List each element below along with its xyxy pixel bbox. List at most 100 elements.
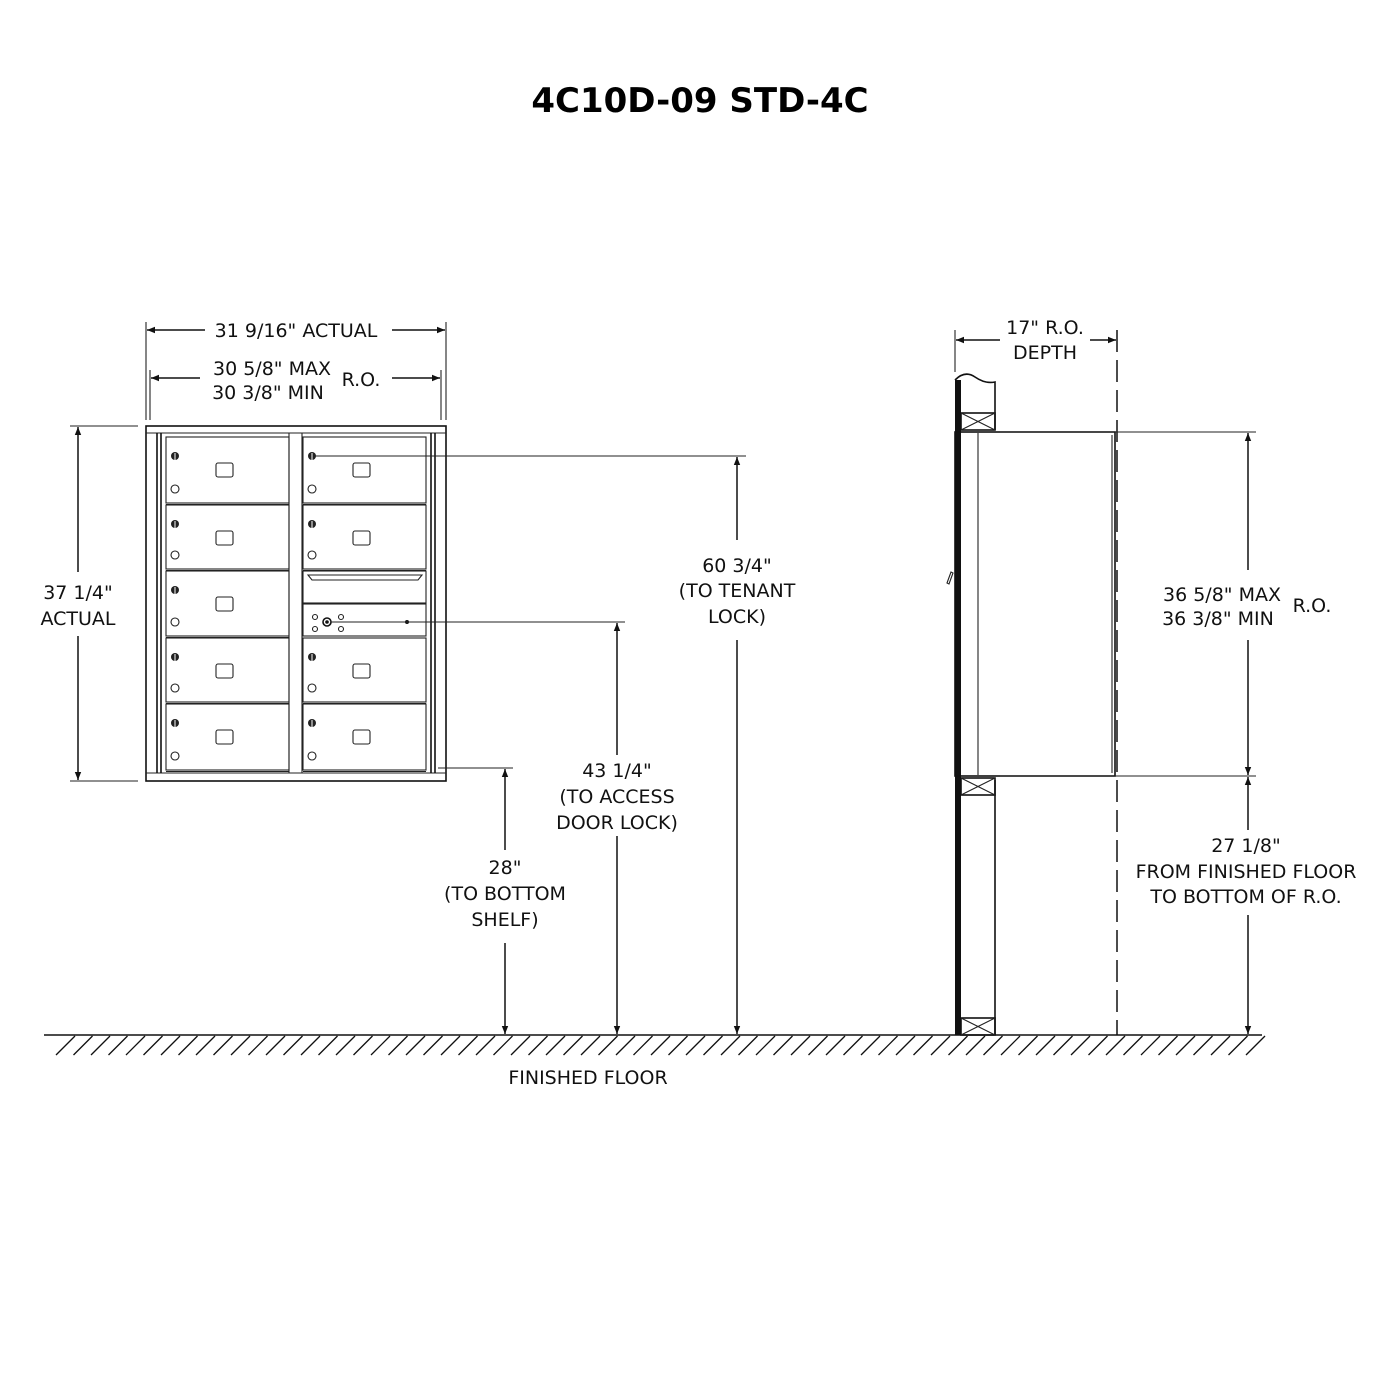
- name-plate: [352, 729, 371, 745]
- name-plate: [215, 462, 234, 478]
- hatch-line: [1000, 1035, 1021, 1056]
- hatch-line: [1018, 1035, 1038, 1056]
- door-knob-icon: [170, 484, 180, 494]
- door-knob-icon: [170, 550, 180, 560]
- name-plate: [215, 530, 234, 546]
- door-knob-icon: [307, 683, 317, 693]
- hatch-line: [1228, 1035, 1248, 1056]
- bottom-shelf-note-1: (TO BOTTOM: [444, 883, 566, 905]
- tenant-door: [165, 570, 290, 639]
- tenant-door: [165, 436, 290, 506]
- hatch-line: [878, 1035, 898, 1056]
- hatch-line: [195, 1035, 216, 1056]
- hatch-line: [1070, 1035, 1091, 1056]
- floor-hatching: [55, 1035, 1266, 1056]
- hatch-line: [773, 1035, 793, 1056]
- hatch-line: [423, 1035, 443, 1056]
- tenant-lock-note-1: (TO TENANT: [679, 580, 796, 602]
- height-actual-value: 37 1/4": [43, 582, 113, 604]
- hatch-line: [913, 1035, 933, 1056]
- hatch-line: [178, 1035, 198, 1056]
- tenant-door: [165, 637, 290, 705]
- side-view: 17" R.O. DEPTH 36 5/8" MAX 36 3/8" MIN R…: [946, 317, 1357, 1036]
- hatch-line: [458, 1035, 478, 1056]
- hatch-line: [493, 1035, 513, 1056]
- hatch-line: [685, 1035, 706, 1056]
- tenant-lock-height: 60 3/4": [702, 555, 772, 577]
- hatch-line: [668, 1035, 688, 1056]
- hatch-line: [230, 1035, 251, 1056]
- hatch-line: [440, 1035, 461, 1056]
- hatch-line: [633, 1035, 653, 1056]
- floor-to-ro-note-1: FROM FINISHED FLOOR: [1136, 861, 1357, 883]
- name-plate: [215, 663, 234, 679]
- tenant-door: [302, 504, 427, 572]
- hatch-line: [1123, 1035, 1143, 1056]
- door-knob-icon: [307, 751, 317, 761]
- depth-label: DEPTH: [1013, 342, 1077, 364]
- name-plate: [215, 729, 234, 745]
- tenant-door: [302, 436, 427, 506]
- hatch-line: [1210, 1035, 1231, 1056]
- mailbox-outer-frame: [145, 425, 447, 782]
- height-actual-label: ACTUAL: [40, 608, 115, 630]
- hatch-line: [300, 1035, 321, 1056]
- tenant-doors: [165, 436, 427, 773]
- access-door-lock: [311, 613, 409, 633]
- floor-to-ro-value: 27 1/8": [1211, 835, 1281, 857]
- hatch-line: [125, 1035, 146, 1056]
- hatch-line: [475, 1035, 496, 1056]
- hatch-line: [563, 1035, 583, 1056]
- door-knob-icon: [170, 751, 180, 761]
- hatch-line: [895, 1035, 916, 1056]
- wall-studs: [960, 412, 996, 1036]
- drawing-title: 4C10D-09 STD-4C: [531, 81, 868, 121]
- hatch-line: [930, 1035, 951, 1056]
- ro-height-min: 36 3/8" MIN: [1162, 608, 1274, 630]
- hatch-line: [808, 1035, 828, 1056]
- hatch-line: [160, 1035, 181, 1056]
- ro-width-label: R.O.: [342, 369, 381, 391]
- hatch-line: [405, 1035, 426, 1056]
- hatch-line: [318, 1035, 338, 1056]
- hatch-line: [1245, 1035, 1266, 1056]
- hatch-line: [353, 1035, 373, 1056]
- hatch-line: [545, 1035, 566, 1056]
- name-plate: [352, 530, 371, 546]
- mailbox-side-profile: [954, 431, 1116, 777]
- ro-height-max: 36 5/8" MAX: [1163, 584, 1281, 606]
- bottom-shelf-height: 28": [489, 857, 522, 879]
- finished-floor: FINISHED FLOOR: [44, 1034, 1266, 1089]
- hatch-line: [370, 1035, 391, 1056]
- access-lock-height: 43 1/4": [582, 760, 652, 782]
- depth-value: 17" R.O.: [1006, 317, 1084, 339]
- hatch-line: [1053, 1035, 1073, 1056]
- access-door: [302, 603, 427, 637]
- door-knob-icon: [307, 550, 317, 560]
- hatch-line: [965, 1035, 986, 1056]
- stud-block: [960, 412, 996, 431]
- hatch-line: [843, 1035, 863, 1056]
- ro-width-max: 30 5/8" MAX: [213, 358, 331, 380]
- hatch-line: [108, 1035, 128, 1056]
- hatch-line: [948, 1035, 968, 1056]
- hatch-line: [55, 1035, 76, 1056]
- hatch-line: [650, 1035, 671, 1056]
- hatch-line: [598, 1035, 618, 1056]
- ro-height-label: R.O.: [1293, 595, 1332, 617]
- hatch-line: [265, 1035, 286, 1056]
- hatch-line: [615, 1035, 636, 1056]
- hatch-line: [1158, 1035, 1178, 1056]
- handle: [946, 571, 954, 585]
- name-plate: [352, 462, 371, 478]
- tenant-door: [302, 637, 427, 705]
- hatch-line: [1175, 1035, 1196, 1056]
- hatch-line: [283, 1035, 303, 1056]
- stud-block: [960, 777, 996, 796]
- hatch-line: [790, 1035, 811, 1056]
- hatch-line: [1035, 1035, 1056, 1056]
- hatch-line: [1105, 1035, 1126, 1056]
- hatch-line: [860, 1035, 881, 1056]
- hatch-line: [143, 1035, 163, 1056]
